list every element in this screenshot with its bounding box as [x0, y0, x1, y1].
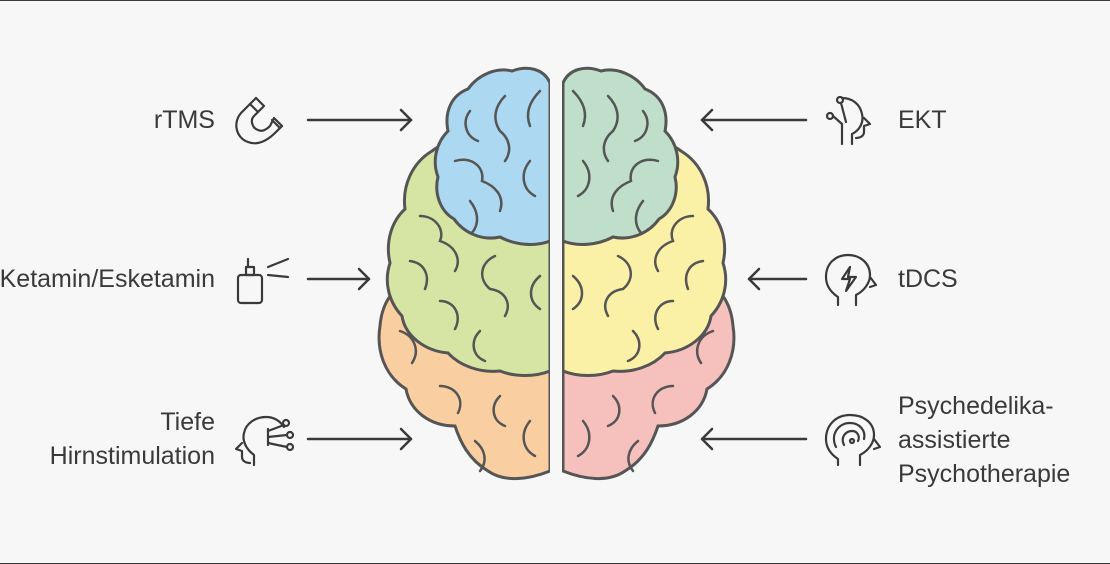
- label-rtms: rTMS: [153, 106, 215, 134]
- magnet-icon: [235, 96, 284, 145]
- label-tdcs: tDCS: [898, 265, 958, 293]
- label-ekt: EKT: [898, 106, 947, 134]
- head-electrodes-icon: [825, 95, 872, 146]
- head-lightning-icon: [824, 253, 878, 307]
- arrow-ekt: [700, 108, 808, 132]
- right-hemisphere: [562, 66, 736, 481]
- arrow-ketamin: [306, 267, 371, 291]
- arrow-rtms: [306, 108, 413, 132]
- label-psychedelika-line-1: Psychedelika-: [898, 392, 1054, 420]
- left-top-lobe: [433, 66, 550, 246]
- right-top-lobe: [562, 66, 680, 246]
- head-spiral-icon: [824, 413, 882, 467]
- label-psychedelika-line-2: assistierte: [898, 426, 1011, 454]
- label-ketamin: Ketamin/Esketamin: [0, 265, 215, 293]
- arrow-tdcs: [747, 267, 808, 291]
- label-psychedelika-line-3: Psychotherapie: [898, 460, 1071, 488]
- label-tiefe-line-2: Hirnstimulation: [49, 442, 215, 470]
- arrow-tiefe-hirnstimulation: [306, 427, 413, 451]
- label-tiefe-hirnstimulation: Tiefe Hirnstimulation: [50, 405, 215, 473]
- nasal-spray-icon: [236, 257, 290, 305]
- label-tiefe-line-1: Tiefe: [160, 408, 215, 436]
- left-hemisphere: [377, 66, 550, 481]
- arrow-psychedelika: [700, 427, 808, 451]
- head-circuit-icon: [234, 415, 295, 467]
- label-psychedelika: Psychedelika- assistierte Psychotherapie: [898, 389, 1070, 491]
